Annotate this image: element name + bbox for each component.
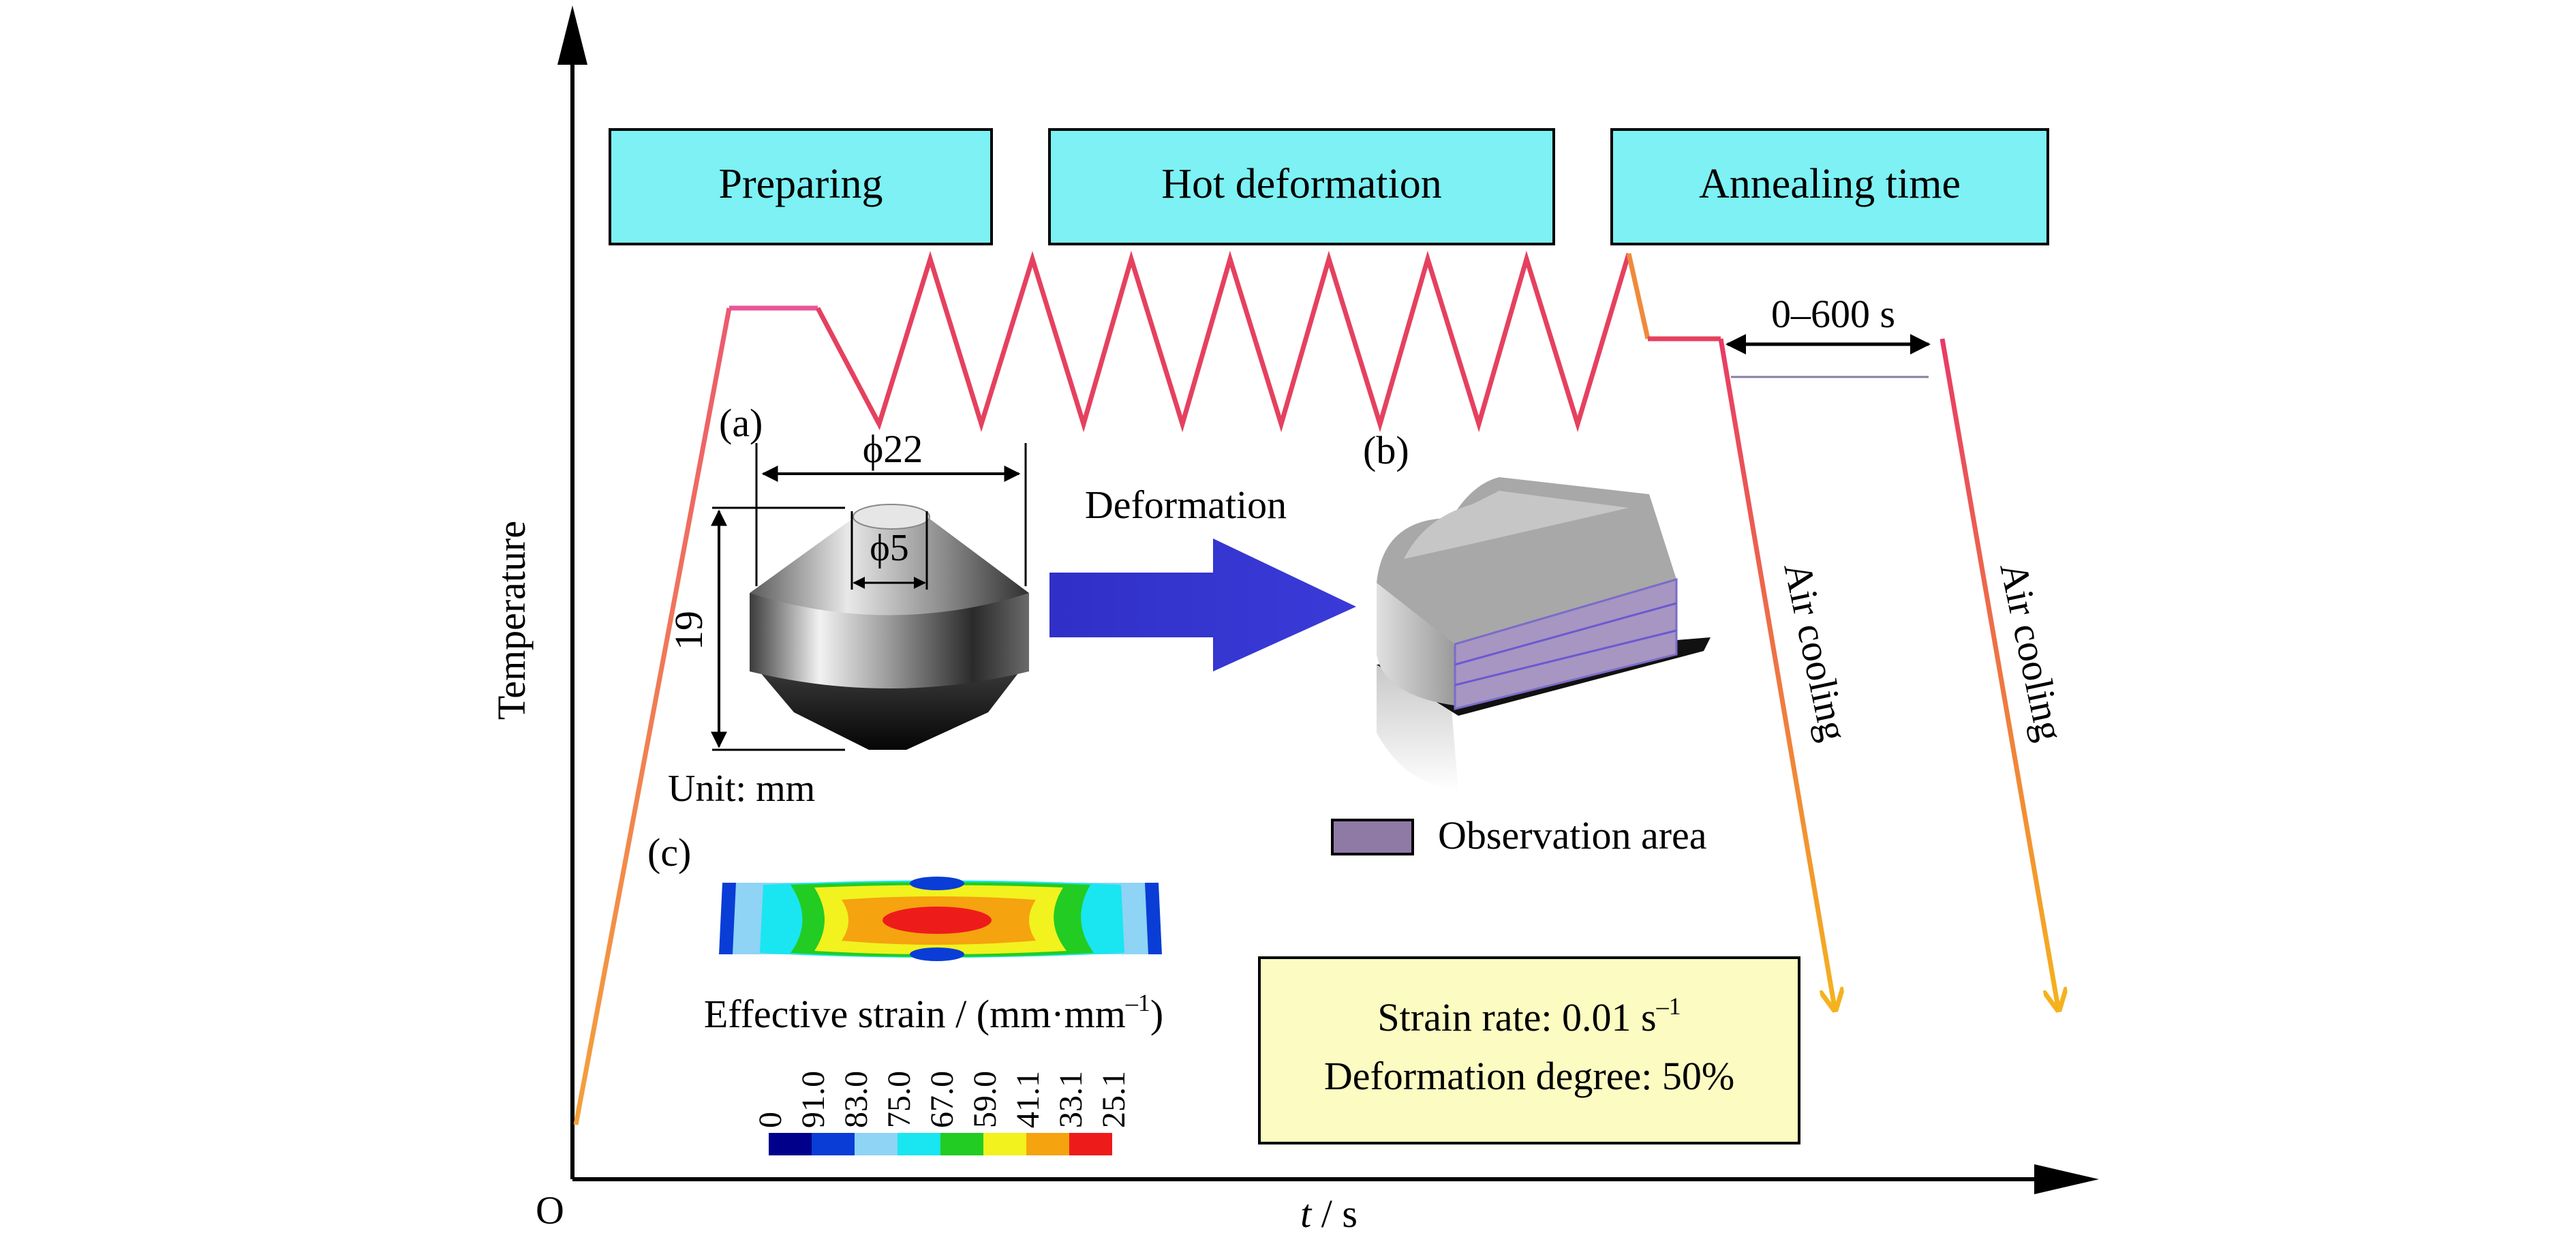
strain-scale-value: 41.1 bbox=[1010, 1071, 1046, 1128]
stage-label-hot-deformation: Hot deformation bbox=[1161, 161, 1442, 207]
unit-label: Unit: mm bbox=[668, 768, 815, 810]
deformation-arrow-icon bbox=[1049, 538, 1356, 671]
deformation-cycles bbox=[815, 250, 1631, 433]
post-deformation-drop bbox=[1626, 253, 1651, 339]
strain-scale-value: 0 bbox=[752, 1112, 788, 1128]
specimen-bottom-cone bbox=[756, 668, 1022, 750]
strain-scale-value: 33.1 bbox=[1053, 1071, 1089, 1128]
y-axis-arrow-icon bbox=[557, 5, 587, 65]
air-cooling-label-1: Air cooling bbox=[1775, 558, 1856, 745]
observation-area-block bbox=[1454, 577, 1678, 710]
strain-scale-value: 25.1 bbox=[1096, 1071, 1132, 1128]
strain-scale-cell bbox=[812, 1133, 855, 1155]
observation-legend-label: Observation area bbox=[1438, 813, 1707, 858]
height-label: 19 bbox=[666, 611, 711, 650]
deformed-top-highlight bbox=[1404, 491, 1629, 559]
deformed-reflection bbox=[1377, 665, 1458, 791]
stage-box-preparing bbox=[609, 128, 993, 245]
conditions-box: Strain rate: 0.01 s–1 Deformation degree… bbox=[1258, 956, 1800, 1144]
deformation-arrow-group: Deformation bbox=[1049, 483, 1356, 671]
strain-scale-cell bbox=[898, 1133, 940, 1155]
axes: O Temperature t / s bbox=[489, 5, 2099, 1236]
y-axis-label: Temperature bbox=[489, 521, 534, 720]
strain-scale-value: 83.0 bbox=[838, 1071, 874, 1128]
strain-map-title: Effective strain / (mm·mm–1) bbox=[704, 989, 1163, 1036]
strain-scale-cell bbox=[855, 1133, 898, 1155]
specimen-top-face bbox=[853, 504, 930, 530]
specimen-figure: (a) ϕ22 19 ϕ5 Unit: mm bbox=[666, 401, 1029, 810]
cooling-line-2 bbox=[1939, 338, 2058, 1007]
stage-boxes: Preparing Hot deformation Annealing time bbox=[609, 128, 2049, 245]
outer-diameter-label: ϕ22 bbox=[863, 427, 923, 471]
stage-label-annealing: Annealing time bbox=[1699, 161, 1961, 207]
deformation-label: Deformation bbox=[1085, 483, 1287, 527]
cooling-line-1 bbox=[1718, 338, 1835, 1007]
strain-scale-cell bbox=[983, 1133, 1026, 1155]
deformation-degree-text: Deformation degree: 50% bbox=[1324, 1054, 1734, 1098]
strain-scale-cell bbox=[1026, 1133, 1069, 1155]
conditions-box-background bbox=[1258, 956, 1800, 1144]
strain-rate-text: Strain rate: 0.01 s–1 bbox=[1377, 992, 1681, 1040]
strain-scale-value: 67.0 bbox=[924, 1071, 960, 1128]
strain-scale-value: 75.0 bbox=[881, 1071, 917, 1128]
origin-label: O bbox=[536, 1188, 564, 1232]
deformed-label: (b) bbox=[1363, 428, 1409, 472]
strain-scale-cell bbox=[769, 1133, 812, 1155]
observation-layer-line-1 bbox=[1454, 602, 1677, 666]
strain-scale-cell bbox=[1069, 1133, 1112, 1155]
heating-ramp bbox=[573, 307, 732, 1125]
strain-scale-cell bbox=[940, 1133, 983, 1155]
deformed-specimen-figure: (b) Observation area bbox=[1331, 428, 1711, 858]
specimen-top-cone bbox=[750, 517, 1029, 616]
stage-box-hot-deformation bbox=[1048, 128, 1555, 245]
strain-scale-value: 59.0 bbox=[967, 1071, 1003, 1128]
stage-box-annealing bbox=[1610, 128, 2049, 245]
air-cooling-label-2: Air cooling bbox=[1991, 558, 2072, 745]
specimen-label: (a) bbox=[719, 401, 763, 445]
specimen-cylinder bbox=[750, 593, 1029, 688]
strain-map-label: (c) bbox=[647, 830, 691, 875]
annealing-range-label: 0–600 s bbox=[1771, 292, 1895, 336]
strain-contour bbox=[719, 877, 1162, 961]
strain-scale-value: 91.0 bbox=[795, 1071, 831, 1128]
observation-layer-line-2 bbox=[1454, 629, 1677, 686]
x-axis-label: t / s bbox=[1300, 1192, 1358, 1236]
x-axis-arrow-icon bbox=[2034, 1164, 2099, 1194]
stage-label-preparing: Preparing bbox=[718, 161, 883, 207]
top-diameter-label: ϕ5 bbox=[870, 527, 908, 569]
observation-legend-swatch bbox=[1331, 819, 1414, 855]
